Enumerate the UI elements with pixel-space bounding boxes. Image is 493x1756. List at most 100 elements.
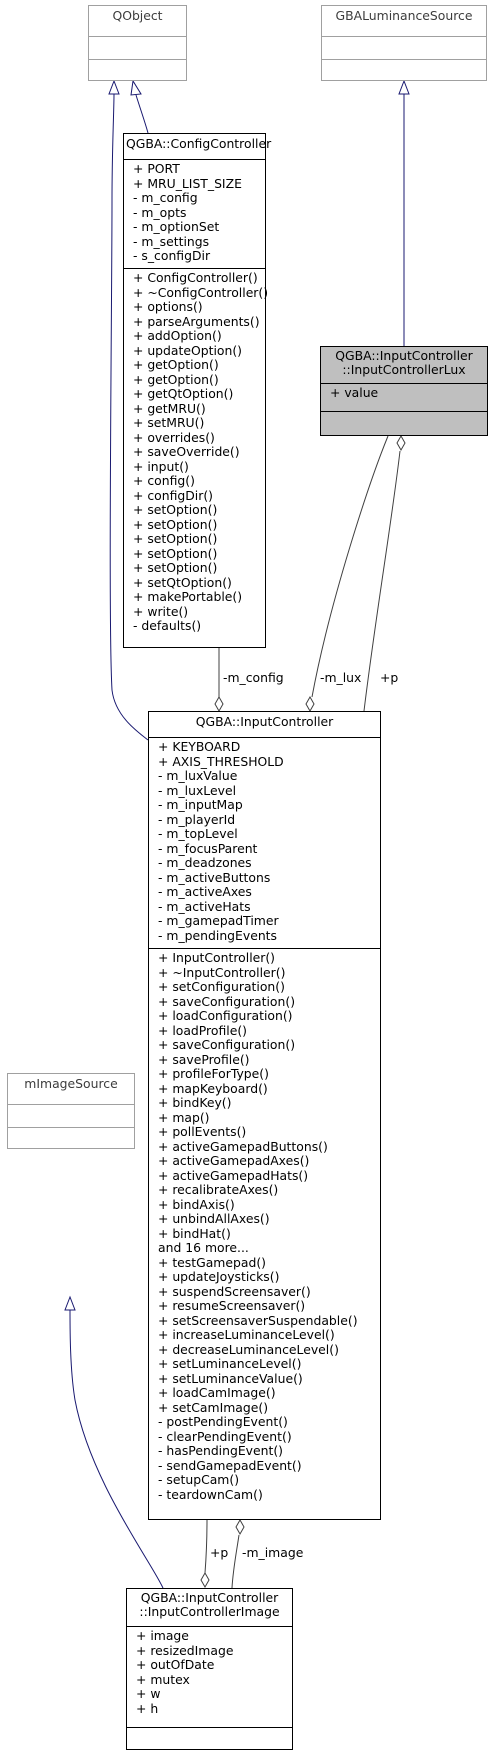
method: + testGamepad() xyxy=(158,1254,266,1270)
class-qobject[interactable]: QObject xyxy=(88,5,187,81)
method: + activeGamepadAxes() xyxy=(158,1153,310,1168)
class-inputcontroller[interactable]: QGBA::InputController + KEYBOARD+ AXIS_T… xyxy=(148,711,381,1520)
method: + configDir() xyxy=(133,487,213,503)
attribute: - m_focusParent xyxy=(158,840,258,856)
method: + setScreensaverSuspendable() xyxy=(158,1312,358,1328)
method: + decreaseLuminanceLevel() xyxy=(158,1341,339,1357)
class-attributes: + value xyxy=(321,383,487,411)
class-title-line-1: QGBA::InputController xyxy=(140,1590,279,1605)
attribute: - m_inputMap xyxy=(158,797,243,812)
method: + loadConfiguration() xyxy=(158,1008,293,1023)
edge-label-p-lux: +p xyxy=(380,670,399,685)
method: + bindKey() xyxy=(158,1095,232,1110)
method: + write() xyxy=(133,603,189,619)
class-title: QGBA::InputController ::InputControllerI… xyxy=(127,1589,292,1626)
method: + getOption() xyxy=(133,357,219,372)
class-attributes: + image+ resizedImage+ outOfDate+ mutex+… xyxy=(127,1626,292,1727)
method: - clearPendingEvent() xyxy=(158,1428,292,1444)
attribute: - m_config xyxy=(133,190,198,205)
method: + map() xyxy=(158,1109,210,1125)
attribute: - m_activeHats xyxy=(158,898,251,914)
edge-inputcontroller-inherits-qobject xyxy=(109,93,149,741)
class-mimagesource[interactable]: mImageSource xyxy=(7,1073,135,1149)
edge-p-image xyxy=(204,1519,208,1574)
inherit-arrowhead-gbaluminance xyxy=(398,79,410,95)
method: + unbindAllAxes() xyxy=(158,1211,270,1226)
edge-label-p-image: +p xyxy=(210,1545,229,1560)
class-methods: + ConfigController()+ ~ConfigController(… xyxy=(124,268,269,636)
method: + makePortable() xyxy=(133,589,243,604)
method: + increaseLuminanceLevel() xyxy=(158,1327,335,1342)
method: + bindAxis() xyxy=(158,1196,235,1212)
method: + setConfiguration() xyxy=(158,979,285,994)
edge-configcontroller-inherits-qobject xyxy=(135,94,149,134)
method: + setLuminanceValue() xyxy=(158,1370,303,1386)
class-title: QGBA::InputController ::InputControllerL… xyxy=(321,347,487,383)
attribute: - m_luxValue xyxy=(158,768,238,783)
class-title: QGBA::InputController xyxy=(195,714,334,729)
method: - teardownCam() xyxy=(158,1486,263,1502)
composition-edges xyxy=(200,434,406,1589)
attribute: + mutex xyxy=(136,1671,190,1687)
method: + updateOption() xyxy=(133,342,242,358)
attribute: - m_topLevel xyxy=(158,826,238,841)
attribute: - m_luxLevel xyxy=(158,782,237,798)
attribute: + resizedImage xyxy=(136,1642,234,1658)
class-title-line-2: ::InputControllerLux xyxy=(342,362,466,377)
diamond-m_lux xyxy=(305,695,315,713)
edge-label-m_image: -m_image xyxy=(242,1545,304,1560)
inherit-arrowhead-qobject-1 xyxy=(108,79,120,95)
method: - postPendingEvent() xyxy=(158,1414,288,1429)
method: + setQtOption() xyxy=(133,574,232,590)
class-attributes xyxy=(322,36,486,59)
inherit-arrowhead-mimagesource xyxy=(64,1295,76,1311)
class-methods xyxy=(322,59,486,81)
diamond-m_config xyxy=(214,695,224,713)
method: + saveOverride() xyxy=(133,444,240,459)
inheritance-edges xyxy=(64,79,410,1589)
attribute: + AXIS_THRESHOLD xyxy=(158,753,284,769)
method: + profileForType() xyxy=(158,1066,269,1081)
method: - sendGamepadEvent() xyxy=(158,1457,302,1473)
method: + input() xyxy=(133,458,189,474)
class-attributes xyxy=(8,1104,134,1127)
diamond-p-image xyxy=(200,1571,210,1589)
class-gbaluminancesource[interactable]: GBALuminanceSource xyxy=(321,5,487,81)
method: + overrides() xyxy=(133,429,215,445)
method: + getQtOption() xyxy=(133,386,234,401)
attribute: + outOfDate xyxy=(136,1657,215,1672)
method: and 16 more... xyxy=(158,1240,249,1255)
class-title-line-1: QGBA::InputController xyxy=(335,348,473,363)
method: + getOption() xyxy=(133,371,219,387)
class-inputcontrollerlux[interactable]: QGBA::InputController ::InputControllerL… xyxy=(320,346,488,436)
method: + recalibrateAxes() xyxy=(158,1182,279,1197)
diamond-p-lux xyxy=(396,434,406,452)
class-configcontroller[interactable]: QGBA::ConfigController + PORT+ MRU_LIST_… xyxy=(123,133,272,648)
method: + setLuminanceLevel() xyxy=(158,1356,302,1371)
class-title-line-2: ::InputControllerImage xyxy=(139,1604,280,1619)
method: + ~InputController() xyxy=(158,964,286,980)
class-title: QGBA::ConfigController xyxy=(126,136,272,151)
edge-p-lux xyxy=(363,450,401,712)
edge-image-inherits-mimagesource xyxy=(69,1309,164,1589)
class-methods xyxy=(89,59,186,81)
edge-label-m_lux: -m_lux xyxy=(320,670,362,685)
class-methods xyxy=(8,1127,134,1149)
attribute: + w xyxy=(136,1686,161,1701)
method: + resumeScreensaver() xyxy=(158,1298,306,1313)
attribute: - m_deadzones xyxy=(158,855,252,870)
class-methods xyxy=(321,411,487,435)
method: + setOption() xyxy=(133,531,218,546)
edge-label-m_config: -m_config xyxy=(223,670,284,685)
class-methods xyxy=(127,1727,292,1749)
method: + ~ConfigController() xyxy=(133,284,269,300)
class-inputcontrollerimage[interactable]: QGBA::InputController ::InputControllerI… xyxy=(126,1588,293,1750)
method: + setMRU() xyxy=(133,415,205,430)
method: + loadProfile() xyxy=(158,1022,247,1038)
attribute: + MRU_LIST_SIZE xyxy=(133,175,242,191)
method: + setOption() xyxy=(133,560,218,575)
method: + mapKeyboard() xyxy=(158,1080,268,1096)
attribute: + KEYBOARD xyxy=(158,739,241,754)
method: + config() xyxy=(133,473,195,488)
class-attributes: + KEYBOARD+ AXIS_THRESHOLD- m_luxValue- … xyxy=(149,737,380,948)
